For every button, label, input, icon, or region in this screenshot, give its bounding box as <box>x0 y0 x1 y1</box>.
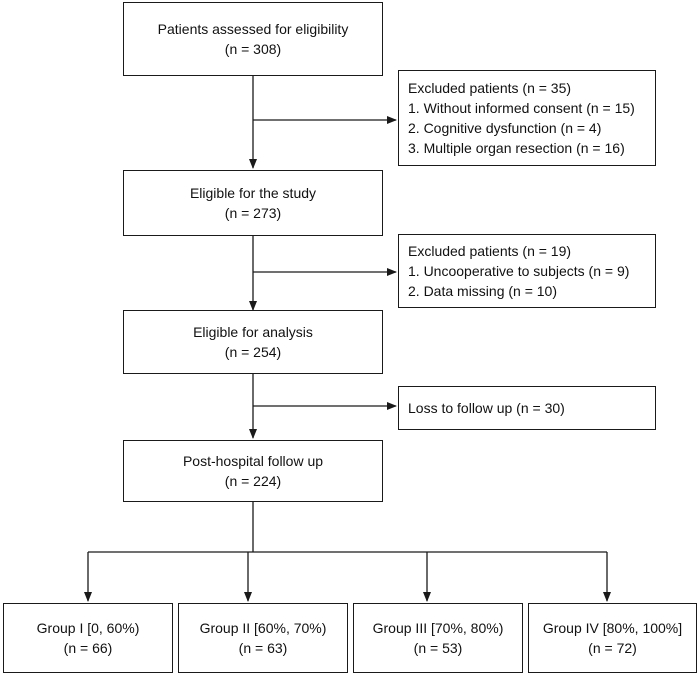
box-group-1: Group I [0, 60%) (n = 66) <box>3 603 173 673</box>
group-count: (n = 63) <box>238 640 288 656</box>
box-assessed-title: Patients assessed for eligibility <box>157 21 349 37</box>
box-eligible-analysis-count: (n = 254) <box>224 344 282 360</box>
group-title: Group I [0, 60%) <box>36 620 140 636</box>
box-eligible-study-title: Eligible for the study <box>189 185 317 201</box>
box-group-3: Group III [70%, 80%) (n = 53) <box>353 603 523 673</box>
box-excluded-1: Excluded patients (n = 35) 1. Without in… <box>398 70 656 166</box>
box-eligible-study: Eligible for the study (n = 273) <box>123 170 383 236</box>
group-count: (n = 53) <box>413 640 463 656</box>
box-excluded-2-title: Excluded patients (n = 19) <box>408 243 572 259</box>
box-group-4: Group IV [80%, 100%] (n = 72) <box>528 603 697 673</box>
box-loss-to-follow-up: Loss to follow up (n = 30) <box>398 386 656 430</box>
box-assessed-count: (n = 308) <box>224 41 282 57</box>
box-eligible-analysis: Eligible for analysis (n = 254) <box>123 310 383 374</box>
box-loss-title: Loss to follow up (n = 30) <box>408 400 565 416</box>
box-excluded-1-title: Excluded patients (n = 35) <box>408 80 572 96</box>
box-excluded-1-item: 1. Without informed consent (n = 15) <box>408 100 635 116</box>
box-followup-title: Post-hospital follow up <box>182 453 324 469</box>
box-eligible-analysis-title: Eligible for analysis <box>193 324 313 340</box>
box-group-2: Group II [60%, 70%) (n = 63) <box>178 603 348 673</box>
box-excluded-2: Excluded patients (n = 19) 1. Uncooperat… <box>398 234 656 308</box>
box-followup-count: (n = 224) <box>224 473 282 489</box>
box-excluded-2-item: 2. Data missing (n = 10) <box>408 283 558 299</box>
box-assessed: Patients assessed for eligibility (n = 3… <box>123 2 383 76</box>
group-title: Group III [70%, 80%) <box>372 620 504 636</box>
box-followup: Post-hospital follow up (n = 224) <box>123 440 383 502</box>
group-count: (n = 72) <box>588 640 637 656</box>
box-excluded-2-item: 1. Uncooperative to subjects (n = 9) <box>408 263 630 279</box>
box-excluded-1-item: 3. Multiple organ resection (n = 16) <box>408 140 625 156</box>
box-eligible-study-count: (n = 273) <box>224 205 282 221</box>
group-title: Group II [60%, 70%) <box>199 620 327 636</box>
box-excluded-1-item: 2. Cognitive dysfunction (n = 4) <box>408 120 602 136</box>
group-count: (n = 66) <box>63 640 113 656</box>
group-title: Group IV [80%, 100%] <box>542 620 683 636</box>
